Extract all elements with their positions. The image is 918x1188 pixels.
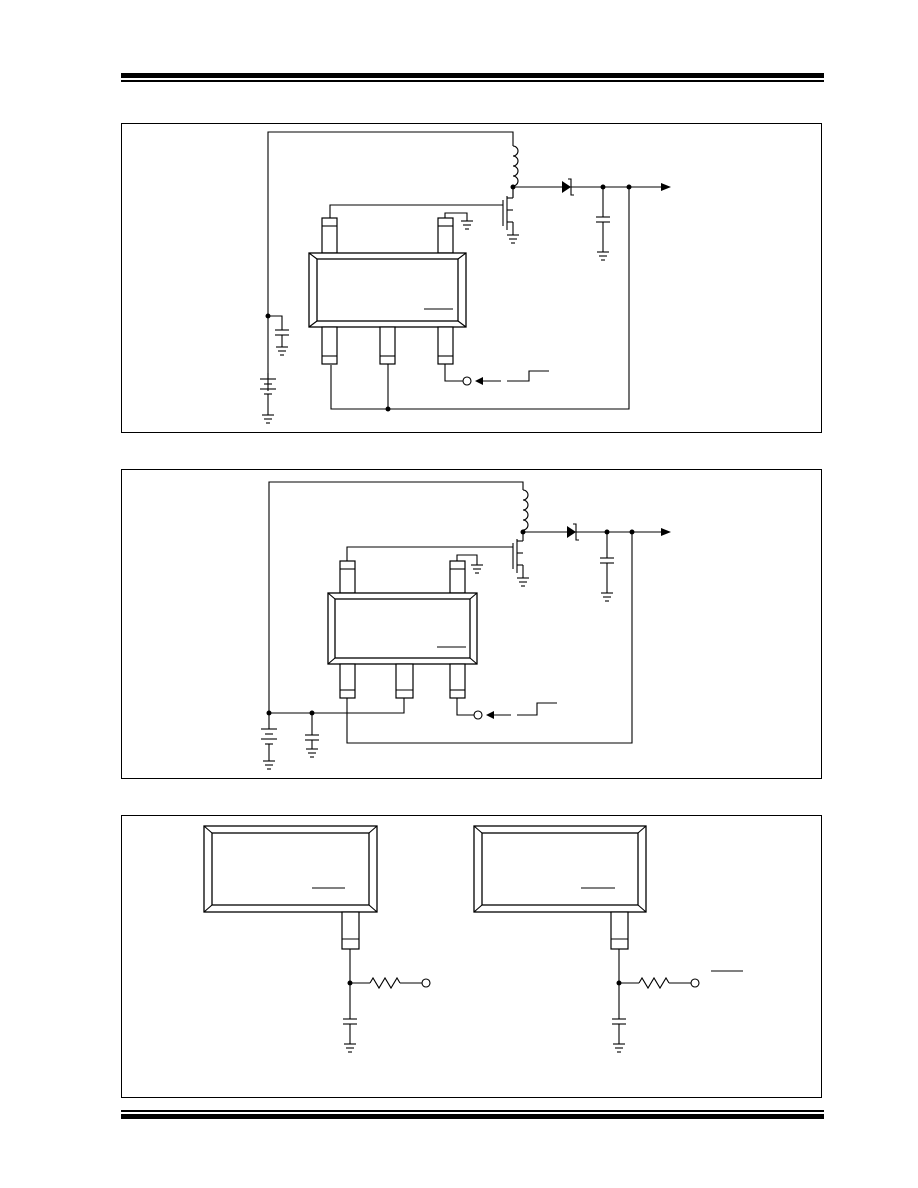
arrow-icon: [486, 711, 494, 719]
schematic-middle: [261, 481, 671, 770]
ground-icon: [471, 564, 483, 574]
figure-bottom: [121, 815, 822, 1098]
input-terminal: [421, 978, 431, 988]
pulse-icon: [517, 702, 557, 716]
ic-package-body: [308, 252, 467, 328]
output-arrow-icon: [661, 528, 671, 536]
ic-pin-bottom-right: [437, 326, 454, 365]
supply-rail: [267, 131, 514, 391]
figure-top: [121, 123, 822, 433]
figure-middle: [121, 469, 822, 779]
footer-rule-thick: [121, 1114, 824, 1119]
ground-icon: [306, 748, 318, 758]
schematic-top: [260, 131, 671, 424]
pulse-icon: [507, 370, 549, 382]
ic-package-body: [473, 825, 647, 913]
ic-pin-top-left: [321, 217, 338, 254]
ground-icon: [344, 1043, 356, 1053]
ground-icon: [263, 760, 275, 770]
capacitor-icon: [343, 1018, 357, 1044]
ground-icon: [601, 592, 613, 602]
resistor-icon: [369, 976, 401, 990]
ic-pin-bottom-left: [339, 663, 356, 699]
input-terminal: [690, 978, 700, 988]
schematic-bottom: [203, 825, 743, 1053]
inductor-icon: [522, 489, 529, 531]
capacitor-icon: [268, 315, 289, 347]
ic-pin-top-left: [339, 560, 356, 594]
ic-pin: [341, 911, 360, 950]
ground-icon: [517, 577, 529, 587]
arrow-icon: [475, 377, 483, 385]
capacitor-icon: [305, 713, 319, 749]
supply-rail: [268, 481, 524, 713]
input-terminal: [473, 710, 483, 720]
capacitor-icon: [600, 532, 614, 593]
ic-pin-top-right: [449, 560, 466, 594]
capacitor-icon: [612, 1018, 626, 1044]
battery-icon: [260, 378, 276, 415]
mosfet-icon: [502, 187, 514, 235]
input-terminal: [462, 376, 472, 386]
footer-rule-thin: [121, 1110, 824, 1112]
ic-pin: [610, 911, 629, 950]
ground-icon: [461, 220, 473, 230]
header-rule-thick: [121, 73, 824, 78]
ground-icon: [262, 414, 274, 424]
mosfet-icon: [512, 532, 524, 578]
ground-icon: [276, 346, 288, 356]
ic-pin-bottom-middle: [395, 663, 414, 699]
ground-icon: [507, 234, 519, 244]
ground-icon: [597, 251, 609, 261]
ic-pin-bottom-right: [449, 663, 466, 699]
ic-pin-bottom-left: [321, 326, 338, 365]
ic-pin-bottom-middle: [379, 326, 396, 365]
output-arrow-icon: [661, 183, 671, 191]
ic-package-body: [203, 825, 378, 913]
header-rule-thin: [121, 80, 824, 82]
ic-package-body: [327, 592, 478, 665]
ground-icon: [613, 1043, 625, 1053]
ic-pin-top-right: [437, 217, 454, 254]
battery-icon: [261, 713, 277, 761]
capacitor-icon: [596, 187, 610, 252]
inductor-icon: [512, 145, 519, 187]
resistor-icon: [638, 976, 670, 990]
